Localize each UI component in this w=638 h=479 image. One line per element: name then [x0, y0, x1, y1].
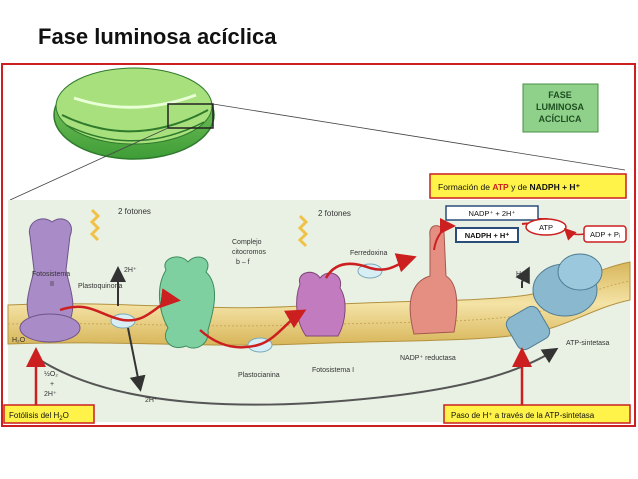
label-nadph-h: NADPH + H⁺	[465, 231, 510, 240]
label-atp: ATP	[539, 223, 553, 232]
nadp-2h-box	[445, 205, 539, 221]
badge-line-2: LUMINOSA	[536, 102, 584, 112]
atp-sintetasa-box	[443, 404, 631, 424]
label-nadp-2h: NADP⁺ + 2H⁺	[469, 209, 516, 218]
label-plastocianina: Plastocianina	[238, 372, 280, 379]
nadph-box	[455, 227, 519, 243]
formation-text: Formación de ATP y de NADPH + H⁺	[438, 182, 581, 192]
cytochrome-complex	[159, 256, 216, 349]
label-atp-sintetasa: ATP-sintetasa	[566, 340, 610, 347]
fotolisis-box	[3, 404, 95, 424]
label-plus: +	[50, 381, 54, 388]
label-half-o2: ½O₂	[44, 370, 58, 378]
label-h-plus: H⁺	[516, 271, 525, 278]
label-fotones-2: 2 fotones	[318, 209, 351, 218]
photon-arrow-2	[297, 214, 309, 248]
label-complejo-1: Complejo	[232, 239, 262, 246]
label-fotones-1: 2 fotones	[118, 207, 151, 216]
label-fotosistema-ii-1: Fotosistema	[32, 271, 70, 278]
nadp-reductase	[409, 225, 458, 335]
photosystem-i	[296, 271, 346, 337]
atp-synthase	[505, 253, 603, 351]
label-2h-plus-lumen: 2H⁺	[145, 397, 158, 404]
label-2h-plus-top: 2H⁺	[124, 267, 137, 274]
chloroplast-illustration	[53, 67, 215, 160]
label-complejo-2: citocromos	[232, 249, 266, 256]
label-adp-pi: ADP + Pᵢ	[590, 230, 620, 239]
label-fotosistema-i: Fotosistema I	[312, 367, 354, 374]
atp-ellipse	[525, 218, 567, 236]
label-2h-plus-bottom: 2H⁺	[44, 391, 57, 398]
label-ferredoxina: Ferredoxina	[350, 250, 387, 257]
formation-box	[429, 173, 627, 199]
label-complejo-3: b – f	[236, 259, 250, 266]
badge-line-1: FASE	[548, 90, 572, 100]
badge-line-3: ACÍCLICA	[539, 114, 582, 124]
photosystem-ii	[19, 218, 81, 343]
fotolisis-text: Fotólisis del H2O	[9, 411, 69, 422]
label-h2o: H₂O	[12, 337, 26, 344]
ferredoxina-carrier	[357, 263, 383, 279]
atp-sintetasa-text: Paso de H⁺ a través de la ATP-sintetasa	[451, 411, 595, 420]
fase-badge	[522, 83, 599, 133]
photon-arrow-1	[89, 208, 101, 242]
zoom-rectangle	[167, 103, 214, 129]
label-fotosistema-ii-2: II	[50, 281, 54, 288]
label-plastoquinona: Plastoquinona	[78, 283, 122, 290]
label-nadp-reductasa: NADP⁺ reductasa	[400, 355, 456, 362]
page-title: Fase luminosa acíclica	[38, 24, 277, 49]
